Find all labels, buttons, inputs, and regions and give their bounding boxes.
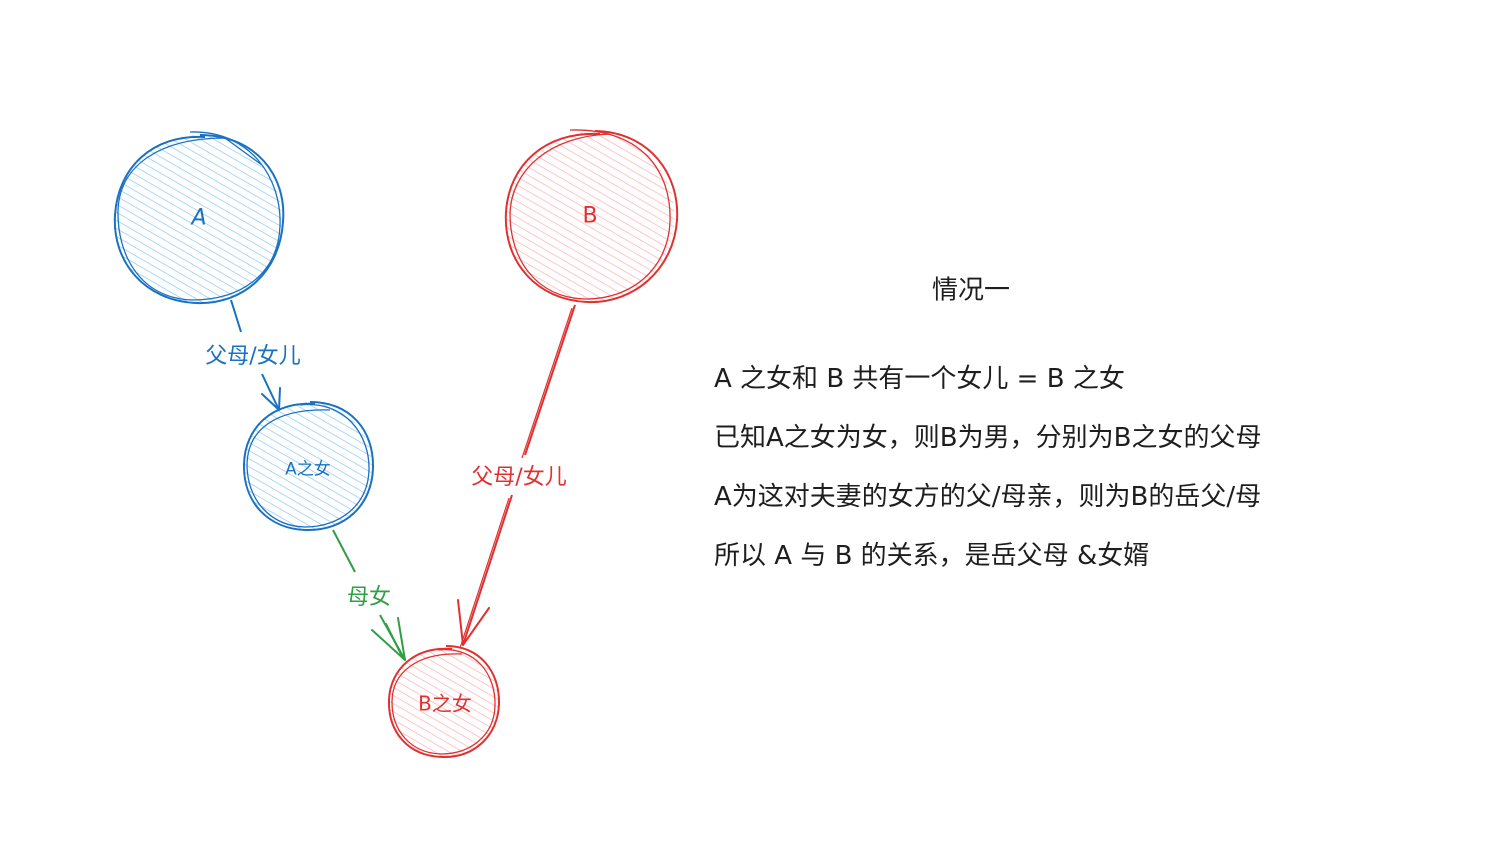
edge-a-daughter-to-b-daughter[interactable] <box>332 529 406 661</box>
explanation-line: 已知A之女为女，则B为男，分别为B之女的父母 <box>714 423 1262 453</box>
node-b-label: B <box>582 203 598 229</box>
explanation-text: A 之女和 B 共有一个女儿 = B 之女 已知A之女为女，则B为男，分别为B之… <box>714 358 1434 594</box>
case-title: 情况一 <box>931 275 1011 306</box>
node-a-label: A <box>191 205 207 231</box>
edge-a-to-a-daughter[interactable] <box>230 299 281 411</box>
node-a-daughter[interactable] <box>242 401 375 532</box>
edge-b-to-b-daughter[interactable] <box>457 304 576 649</box>
node-b[interactable] <box>504 129 679 304</box>
edge-label-a-daughter-to-b-daughter: 母女 <box>342 579 396 611</box>
edge-label-b-to-b-daughter: 父母/女儿 <box>467 459 571 491</box>
edge-label-a-to-a-daughter: 父母/女儿 <box>201 338 305 370</box>
node-a-daughter-label: A之女 <box>285 459 331 480</box>
node-a[interactable] <box>113 131 285 305</box>
explanation-line: 所以 A 与 B 的关系，是岳父母 &女婿 <box>714 541 1150 571</box>
explanation-line: A为这对夫妻的女方的父/母亲，则为B的岳父/母 <box>714 482 1262 512</box>
explanation-line: A 之女和 B 共有一个女儿 = B 之女 <box>714 364 1125 394</box>
node-b-daughter-label: B之女 <box>418 691 472 716</box>
node-b-daughter[interactable] <box>387 645 501 759</box>
